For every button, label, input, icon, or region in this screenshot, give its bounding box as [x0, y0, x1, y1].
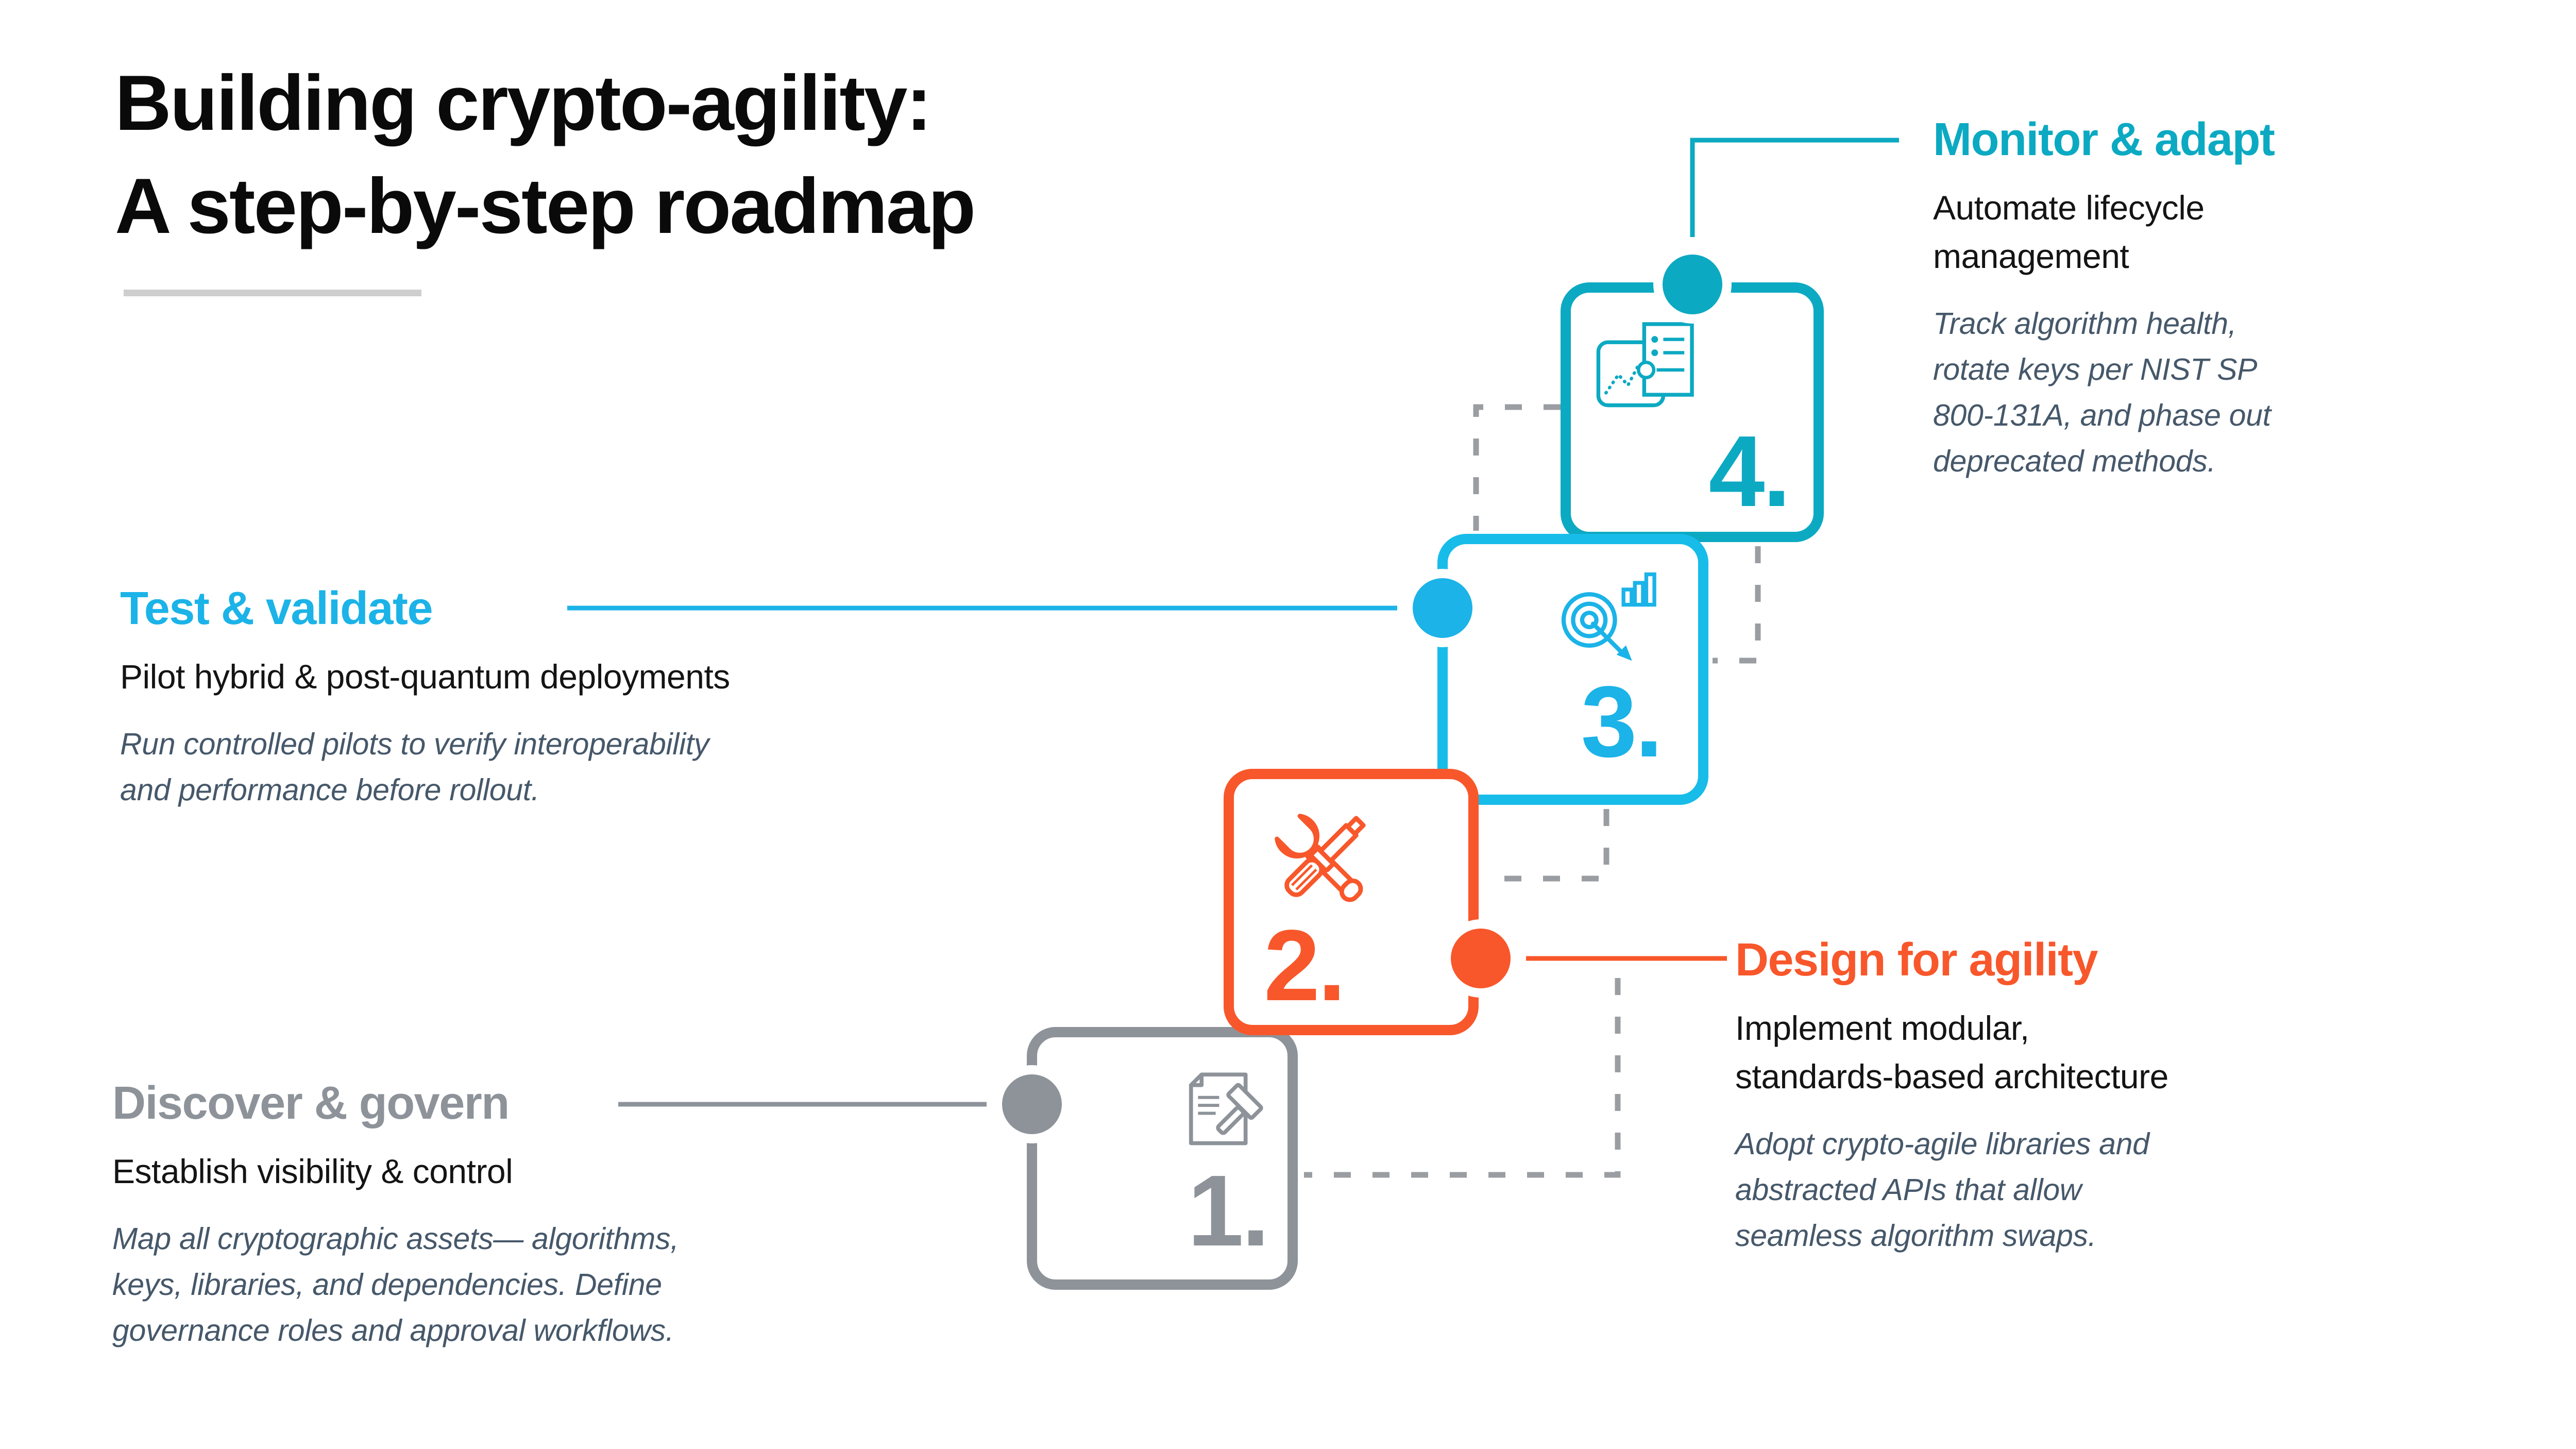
- connector-dot-discover: [1002, 1074, 1062, 1134]
- step-body-test: Run controlled pilots to verify interope…: [120, 727, 709, 807]
- connector-dot-monitor: [1663, 255, 1722, 314]
- step-subtitle-test: Pilot hybrid & post-quantum deployments: [120, 658, 730, 696]
- step-number-4: 4.: [1708, 415, 1791, 528]
- wrench-screwdriver-icon: [1275, 814, 1366, 902]
- connector-dot-test: [1413, 578, 1472, 638]
- step-box-3-test: 3.: [1437, 534, 1708, 805]
- step-title-discover: Discover & govern: [112, 1077, 510, 1129]
- step-body-discover: Map all cryptographic assets— algorithms…: [112, 1222, 679, 1347]
- page-title-line2: A step-by-step roadmap: [115, 162, 976, 250]
- title-underline-rule: [124, 290, 421, 296]
- dashed-connector-box2-box1: [1304, 978, 1621, 1178]
- step-label-discover: Discover & govern Establish visibility &…: [112, 1077, 679, 1354]
- step-subtitle-discover: Establish visibility & control: [112, 1152, 513, 1190]
- dashed-connector-box4-box3: [1473, 404, 1561, 531]
- step-title-design: Design for agility: [1735, 934, 2098, 986]
- connector-dot-design: [1451, 929, 1511, 988]
- step-title-monitor: Monitor & adapt: [1933, 114, 2275, 165]
- dashed-connector-box4-box3-right: [1713, 546, 1761, 664]
- step-label-monitor: Monitor & adapt Automate lifecycle manag…: [1933, 113, 2275, 484]
- step-number-3: 3.: [1581, 665, 1663, 778]
- step-box-1-discover: 1.: [1027, 1027, 1298, 1290]
- page-title-line1: Building crypto-agility:: [115, 59, 932, 147]
- step-number-1: 1.: [1188, 1154, 1269, 1267]
- dashed-connector-box3-box2: [1483, 809, 1609, 882]
- step-body-monitor: Track algorithm health, rotate keys per …: [1933, 307, 2271, 478]
- leader-line-monitor: [1690, 138, 1899, 237]
- step-box-2-design: 2.: [1224, 769, 1479, 1035]
- step-number-2: 2.: [1264, 909, 1346, 1022]
- monitor-lifecycle-icon: [1596, 322, 1694, 408]
- page-title: Building crypto-agility: A step-by-step …: [115, 52, 976, 258]
- step-label-design: Design for agility Implement modular, st…: [1735, 934, 2168, 1259]
- step-title-test: Test & validate: [120, 583, 433, 634]
- step-subtitle-monitor: Automate lifecycle management: [1933, 189, 2205, 275]
- step-label-test: Test & validate Pilot hybrid & post-quan…: [120, 582, 730, 813]
- step-subtitle-design: Implement modular, standards-based archi…: [1735, 1009, 2168, 1096]
- step-body-design: Adopt crypto-agile libraries and abstrac…: [1735, 1127, 2149, 1253]
- target-arrow-icon: [1561, 572, 1656, 661]
- document-gavel-icon: [1189, 1072, 1263, 1145]
- step-box-4-monitor: 4.: [1561, 282, 1824, 542]
